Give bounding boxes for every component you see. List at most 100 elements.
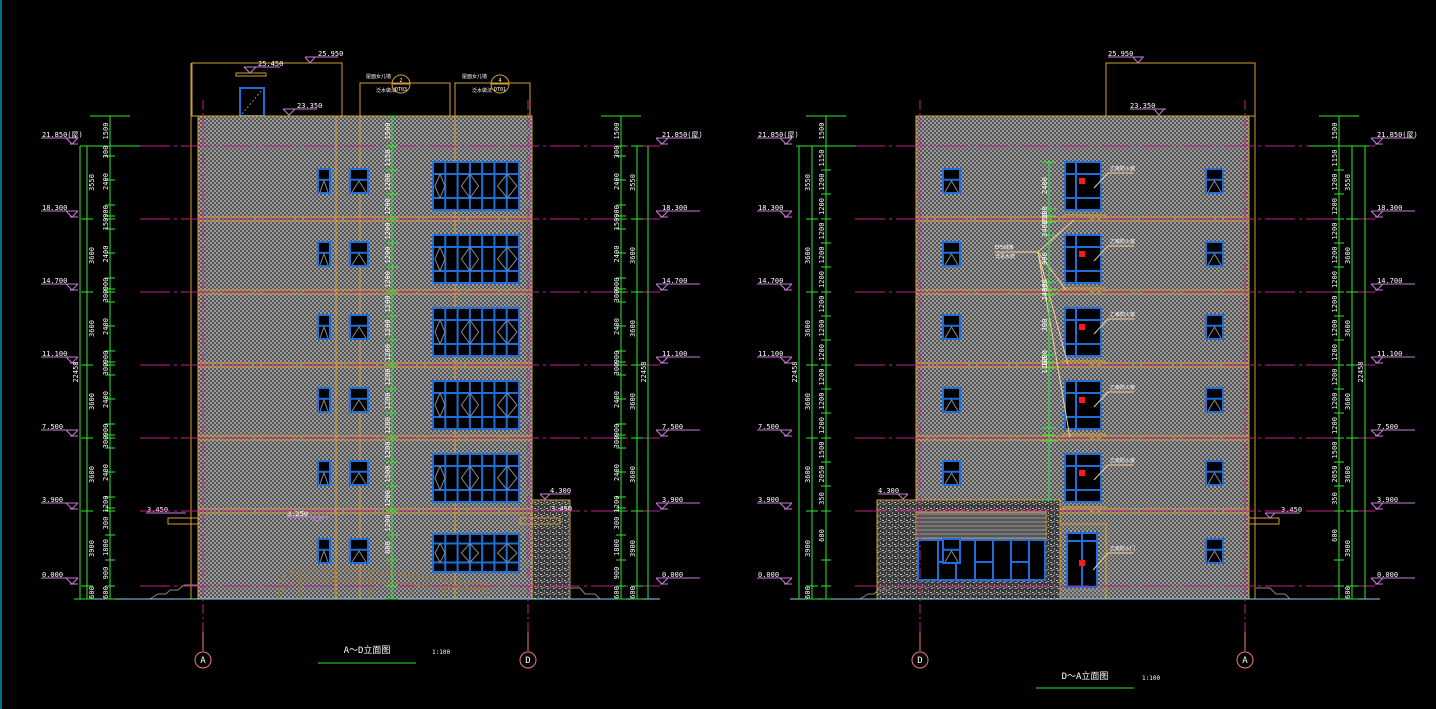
level-value: 21.850(屋) [42, 131, 83, 139]
level-value: 18.300 [1377, 204, 1402, 212]
window [942, 538, 961, 564]
dimension-text: 300 [1041, 279, 1049, 292]
dimension-text: 1200 [384, 490, 392, 507]
window [942, 241, 961, 267]
dimension-text: 2050 [818, 466, 826, 483]
dimension-text: 900 [613, 424, 621, 437]
dimension-text: 1200 [1331, 247, 1339, 264]
window [942, 460, 961, 486]
fire-window-marker [1079, 324, 1085, 330]
dimension-text: 3550 [804, 174, 812, 191]
window [317, 387, 331, 413]
fire-window-marker [1079, 397, 1085, 403]
dimension-text: 3600 [1344, 393, 1352, 410]
level-value: 14.700 [758, 277, 783, 285]
dimension-text: 1200 [384, 198, 392, 215]
grid-bubble-a [1236, 651, 1254, 669]
dimension-text: 1200 [818, 320, 826, 337]
detail-callout[interactable]: 屋面女儿墙 泛水做法 2 DT03 [366, 73, 411, 94]
dimension-text: 3900 [1344, 540, 1352, 557]
window-annotation: 乙级防火门 [1092, 545, 1135, 571]
dimension-text: 900 [102, 278, 110, 291]
level-mark: 3.450 [551, 505, 572, 513]
dimension-text: 3600 [804, 247, 812, 264]
dimension-text: 900 [102, 351, 110, 364]
level-value: 21.850(屋) [758, 131, 799, 139]
grid-bubble-d [519, 651, 537, 669]
level-mark: 7.500 [41, 423, 79, 437]
dimension-text: 1200 [818, 417, 826, 434]
window [432, 307, 520, 357]
window [1205, 241, 1224, 267]
detail-callout[interactable]: 屋面女儿墙 泛水做法 4 DT01 [462, 73, 510, 94]
level-mark: 11.100 [757, 350, 793, 364]
dimension-text: 150 [613, 218, 621, 231]
level-mark: 25.950 [304, 50, 343, 64]
window [1205, 387, 1224, 413]
grid-label-left: A [200, 656, 206, 666]
svg-text:25.950: 25.950 [1108, 50, 1133, 58]
svg-text:3.250: 3.250 [287, 510, 308, 518]
dimension-text: 2400 [102, 391, 110, 408]
svg-text:EPS线条: EPS线条 [995, 244, 1014, 251]
svg-text:泛水做法: 泛水做法 [472, 87, 492, 94]
level-mark: 18.300 [757, 204, 793, 218]
grid-label-right: A [1242, 656, 1248, 666]
level-mark: 3.250 [287, 510, 330, 523]
level-mark: 21.850(屋) [655, 131, 703, 145]
right-steps [570, 587, 601, 600]
level-mark: 18.300 [41, 204, 79, 218]
dimension-text: 900 [613, 567, 621, 580]
svg-text:4.300: 4.300 [550, 487, 571, 495]
dimension-text: 22458 [791, 361, 799, 382]
drawing-title[interactable]: A～D立面图 [344, 644, 391, 656]
level-mark: 7.500 [655, 423, 700, 437]
level-value: 11.100 [1377, 350, 1402, 358]
dimension-text: 900 [613, 205, 621, 218]
window [349, 168, 369, 194]
dimension-text: 1200 [1331, 369, 1339, 386]
dimension-text: 600 [629, 586, 637, 599]
dimension-text: 300 [102, 517, 110, 530]
dimension-text: 600 [88, 586, 96, 599]
dimension-text: 1200 [384, 174, 392, 191]
level-value: 7.500 [662, 423, 683, 431]
window [432, 161, 520, 211]
dimension-text: 300 [613, 363, 621, 376]
level-value: 11.100 [42, 350, 67, 358]
dimension-text: 300 [102, 363, 110, 376]
dimension-text: 1200 [1331, 417, 1339, 434]
window [317, 314, 331, 340]
fire-window [1064, 307, 1102, 357]
fire-window [1064, 380, 1102, 430]
drawing-scale: 1:100 [1142, 675, 1160, 682]
left-steps [859, 589, 890, 600]
dimension-text: 1150 [818, 150, 826, 167]
dimension-text: 1200 [384, 344, 392, 361]
dimension-text: 1100 [1041, 357, 1049, 374]
dimension-text: 1500 [384, 123, 392, 140]
dimension-text: 1200 [818, 393, 826, 410]
level-value: 3.900 [42, 496, 63, 504]
dimension-text: 3600 [88, 393, 96, 410]
level-value: 21.850(屋) [662, 131, 703, 139]
entrance-ramp [277, 569, 488, 599]
window [942, 314, 961, 340]
roof-ledge [235, 72, 267, 77]
window [432, 380, 520, 430]
dimension-text: 350 [1331, 492, 1339, 505]
window-annotation: 乙级防火窗 [1093, 238, 1135, 262]
dimension-text: 600 [1344, 586, 1352, 599]
dimension-text: 1200 [818, 369, 826, 386]
grid-bubble-d [911, 651, 929, 669]
level-value: 0.000 [1377, 571, 1398, 579]
svg-text:25.450: 25.450 [258, 60, 283, 68]
level-mark: 21.850(屋) [41, 131, 83, 145]
dimension-text: 1150 [1331, 150, 1339, 167]
drawing-title[interactable]: D～A立面图 [1062, 670, 1109, 682]
level-mark: 3.450 [1264, 506, 1302, 519]
dimension-text: 600 [102, 586, 110, 599]
window [349, 241, 369, 267]
level-value: 0.000 [42, 571, 63, 579]
